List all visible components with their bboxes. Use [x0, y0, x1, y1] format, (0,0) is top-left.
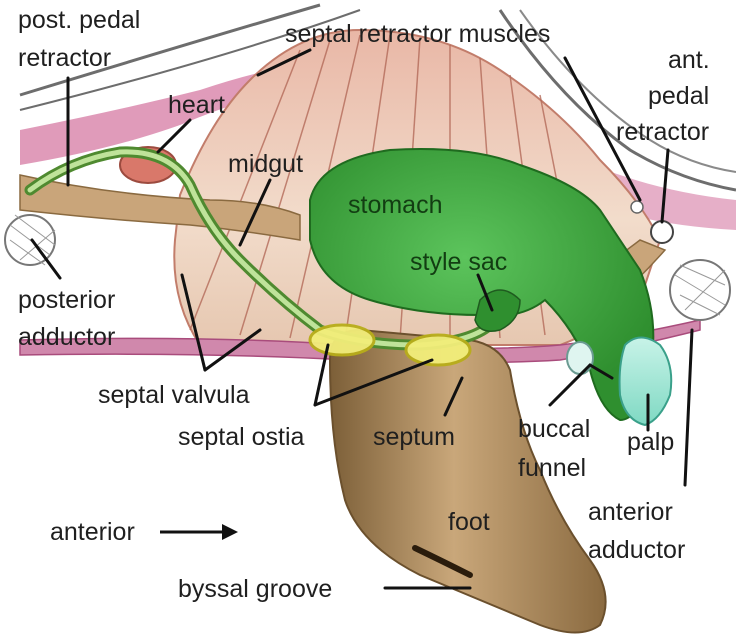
anterior-adductor-muscle [669, 259, 731, 321]
label-septal-valvula: septal valvula [98, 381, 250, 409]
label-byssal-groove: byssal groove [178, 575, 332, 603]
label-anterior-adductor-line2: adductor [588, 536, 685, 564]
septal-ostium-2 [404, 333, 472, 367]
label-septum: septum [373, 423, 455, 451]
label-buccal-funnel-line1: buccal [518, 415, 590, 443]
label-ant-pedal-retractor-line3: retractor [616, 118, 709, 146]
foot-organ [328, 328, 607, 634]
shell-outline [19, 3, 736, 192]
ant-pedal-retractor-scar [650, 220, 674, 244]
byssal-groove-mark [412, 545, 473, 578]
label-post-pedal-retractor-line2: retractor [18, 44, 111, 72]
label-ant-pedal-retractor-line2: pedal [648, 82, 709, 110]
label-midgut: midgut [228, 150, 303, 178]
label-foot: foot [448, 508, 490, 536]
label-post-pedal-retractor-line1: post. pedal [18, 6, 140, 34]
anterior-arrow [160, 524, 238, 540]
buccal-funnel-organ [566, 341, 594, 375]
palp-organ [618, 336, 673, 427]
posterior-adductor-muscle [4, 214, 56, 266]
mantle-edge [20, 65, 300, 165]
leader-lines [30, 48, 694, 590]
label-anterior: anterior [50, 518, 135, 546]
label-posterior-adductor-line1: posterior [18, 286, 115, 314]
label-anterior-adductor-line1: anterior [588, 498, 673, 526]
posterior-pedal-retractor-muscle [19, 174, 301, 241]
label-style-sac: style sac [410, 248, 507, 276]
label-stomach: stomach [348, 191, 442, 219]
label-posterior-adductor-line2: adductor [18, 323, 115, 351]
label-septal-ostia: septal ostia [178, 423, 305, 451]
label-heart: heart [168, 91, 225, 119]
label-septal-retractor-muscles: septal retractor muscles [285, 20, 550, 48]
label-buccal-funnel-line2: funnel [518, 454, 586, 482]
septal-ostium-1 [308, 323, 376, 357]
style-sac-organ [474, 289, 521, 332]
label-palp: palp [627, 428, 674, 456]
label-ant-pedal-retractor-line1: ant. [668, 46, 710, 74]
